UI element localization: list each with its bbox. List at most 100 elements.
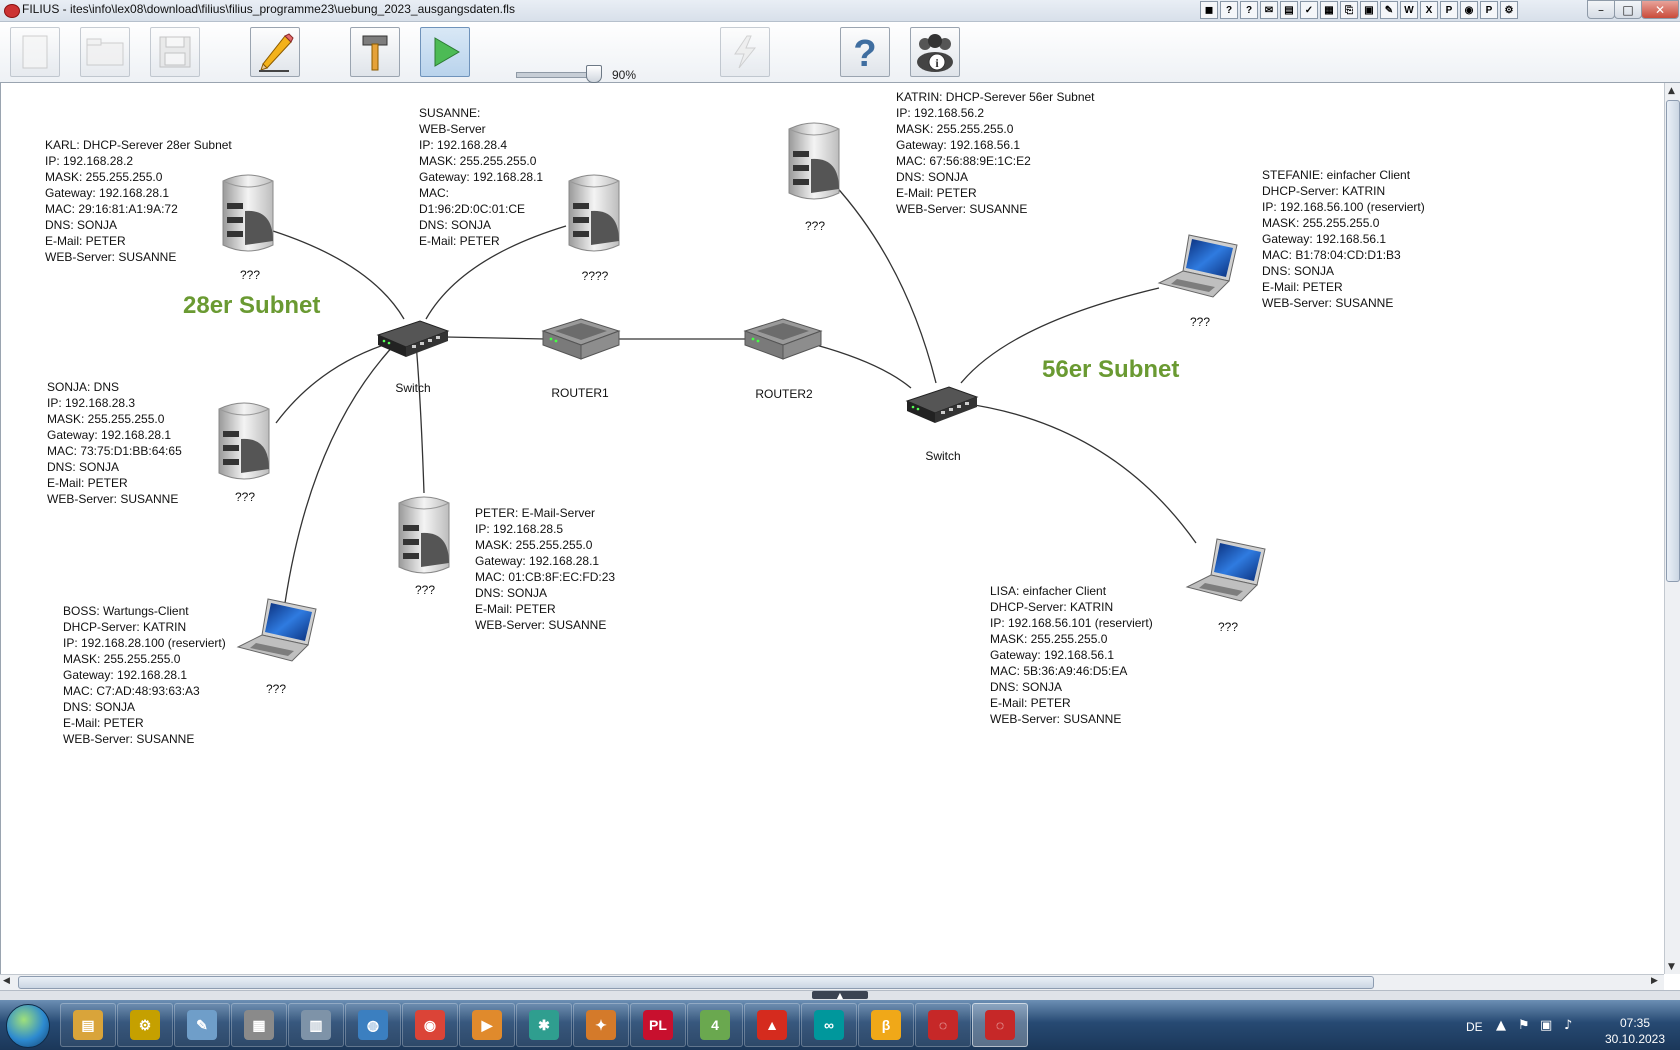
clock-date[interactable]: 30.10.2023 <box>1604 1032 1666 1046</box>
build-mode-button[interactable] <box>350 27 400 77</box>
taskbar-tool-button[interactable]: ✱ <box>516 1003 572 1047</box>
show-hidden-icons-icon[interactable]: ▲ <box>1496 1018 1506 1033</box>
device-name-susanne: ???? <box>581 269 609 283</box>
quick-launch-icon[interactable]: P <box>1480 1 1498 19</box>
taskbar-filius1-button[interactable]: ◌ <box>915 1003 971 1047</box>
maximize-button[interactable]: □ <box>1614 0 1642 19</box>
device-info-peter: PETER: E-Mail-Server IP: 192.168.28.5 MA… <box>475 506 616 632</box>
quick-launch-icon[interactable]: ? <box>1220 1 1238 19</box>
windows-taskbar: ▤ ⚙ ✎▦▥ ◍ ◉▶✱ ✦ PL 4 ▲ ∞β ◌ ◌ <box>0 1000 1680 1050</box>
network-canvas[interactable]: ??? KARL: DHCP-Serever 28er Subnet IP: 1… <box>0 83 1665 974</box>
device-name-peter: ??? <box>414 583 436 597</box>
device-info-lisa: LISA: einfacher Client DHCP-Server: KATR… <box>990 584 1153 726</box>
taskbar-chrome-button[interactable]: ◉ <box>402 1003 458 1047</box>
taskbar-filius2-button[interactable]: ◌ <box>972 1003 1028 1047</box>
quick-launch-icon[interactable]: ⚙ <box>1500 1 1518 19</box>
volume-icon[interactable]: ♪ <box>1564 1018 1573 1033</box>
router2-icon[interactable] <box>743 315 823 361</box>
packet-trace-button[interactable] <box>720 27 770 77</box>
start-button[interactable] <box>6 1004 50 1048</box>
taskbar-paint-button[interactable]: ✦ <box>573 1003 629 1047</box>
quick-launch-icon[interactable]: ▦ <box>1320 1 1338 19</box>
quick-launch-icon[interactable]: P <box>1440 1 1458 19</box>
chart4-icon: 4 <box>700 1010 730 1040</box>
taskbar-lego-button[interactable]: ▲ <box>744 1003 800 1047</box>
quick-launch-icon[interactable]: W <box>1400 1 1418 19</box>
save-button[interactable] <box>150 27 200 77</box>
quick-launch-icon[interactable]: ◉ <box>1460 1 1478 19</box>
language-indicator[interactable]: DE <box>1466 1020 1483 1034</box>
taskbar-chart4-button[interactable]: 4 <box>687 1003 743 1047</box>
scroll-up-arrow-icon[interactable]: ▲ <box>1668 86 1675 96</box>
quick-launch-icon[interactable]: ? <box>1240 1 1258 19</box>
taskbar-explorer-button[interactable]: ▤ <box>60 1003 116 1047</box>
device-name-katrin: ??? <box>804 219 826 233</box>
simulation-mode-button[interactable] <box>420 27 470 77</box>
taskbar-settings-button[interactable]: ⚙ <box>117 1003 173 1047</box>
taskbar-calculator-button[interactable]: ▥ <box>288 1003 344 1047</box>
server-susanne-icon[interactable] <box>561 171 627 253</box>
device-name-sonja: ??? <box>234 490 256 504</box>
taskbar-media-button[interactable]: ▶ <box>459 1003 515 1047</box>
globe-icon: ◍ <box>358 1010 388 1040</box>
people-info-icon: i <box>917 34 953 72</box>
taskbar-globe-button[interactable]: ◍ <box>345 1003 401 1047</box>
pencil-icon <box>259 33 294 72</box>
new-file-button[interactable] <box>10 27 60 77</box>
switch-56er-icon[interactable] <box>905 383 979 425</box>
server-katrin-icon[interactable] <box>781 119 847 201</box>
expand-panel-handle[interactable]: ▲ <box>812 991 868 1000</box>
quick-launch-icon[interactable]: X <box>1420 1 1438 19</box>
settings-icon: ⚙ <box>130 1010 160 1040</box>
device-info-susanne: SUSANNE: WEB-Server IP: 192.168.28.4 MAS… <box>419 106 544 248</box>
router1-icon[interactable] <box>541 315 621 361</box>
device-name-stefanie: ??? <box>1189 315 1211 329</box>
taskbar-scanner-button[interactable]: ▦ <box>231 1003 287 1047</box>
taskbar-notepad-button[interactable]: ✎ <box>174 1003 230 1047</box>
cable-router2-switch2 <box>815 344 912 389</box>
zoom-slider-handle[interactable] <box>586 65 602 83</box>
scroll-down-arrow-icon[interactable]: ▼ <box>1668 962 1675 972</box>
cable-layer <box>272 182 1197 604</box>
close-button[interactable]: ✕ <box>1641 0 1679 19</box>
quick-launch-icon[interactable]: ▤ <box>1280 1 1298 19</box>
quick-launch-icon[interactable]: ⎘ <box>1340 1 1358 19</box>
clock-time[interactable]: 07:35 <box>1619 1016 1651 1030</box>
minimize-button[interactable]: – <box>1587 0 1615 19</box>
scroll-right-arrow-icon[interactable]: ▶ <box>1651 976 1658 986</box>
filius1-icon: ◌ <box>928 1010 958 1040</box>
taskbar-hex-button[interactable]: β <box>858 1003 914 1047</box>
quick-launch-icon[interactable]: ✉ <box>1260 1 1278 19</box>
subnet-label-56er: 56er Subnet <box>1042 356 1180 383</box>
about-button[interactable]: i <box>910 27 960 77</box>
quick-launch-icon[interactable]: ▣ <box>1360 1 1378 19</box>
open-file-button[interactable] <box>80 27 130 77</box>
subnet-label-28er: 28er Subnet <box>183 292 321 319</box>
new-file-icon <box>22 35 48 69</box>
cable-sonja-switch1 <box>275 340 397 424</box>
lego-icon: ▲ <box>757 1010 787 1040</box>
laptop-boss-icon[interactable] <box>236 595 320 663</box>
quick-launch-icon[interactable]: ✎ <box>1380 1 1398 19</box>
scroll-left-arrow-icon[interactable]: ◀ <box>3 976 10 986</box>
switch-28er-icon[interactable] <box>376 317 450 359</box>
paint-icon: ✦ <box>586 1010 616 1040</box>
horizontal-scroll-thumb[interactable] <box>18 976 1374 989</box>
taskbar-arduino-button[interactable]: ∞ <box>801 1003 857 1047</box>
device-info-katrin: KATRIN: DHCP-Serever 56er Subnet IP: 192… <box>896 90 1095 216</box>
network-icon[interactable]: ▣ <box>1540 1018 1553 1033</box>
cable-susanne-switch1 <box>425 225 567 320</box>
help-button[interactable]: ? <box>840 27 890 77</box>
action-center-flag-icon[interactable]: ⚑ <box>1518 1018 1530 1033</box>
quick-launch-icon[interactable]: ◼ <box>1200 1 1218 19</box>
quick-launch-icon[interactable]: ✓ <box>1300 1 1318 19</box>
vertical-scroll-thumb[interactable] <box>1666 100 1680 582</box>
laptop-stefanie-icon[interactable] <box>1157 231 1241 299</box>
question-mark-icon: ? <box>853 33 876 72</box>
zoom-level: 90% <box>612 68 637 82</box>
laptop-lisa-icon[interactable] <box>1185 535 1269 603</box>
server-sonja-icon[interactable] <box>211 399 277 481</box>
taskbar-pl-button[interactable]: PL <box>630 1003 686 1047</box>
design-mode-button[interactable] <box>250 27 300 77</box>
server-peter-icon[interactable] <box>391 493 457 575</box>
